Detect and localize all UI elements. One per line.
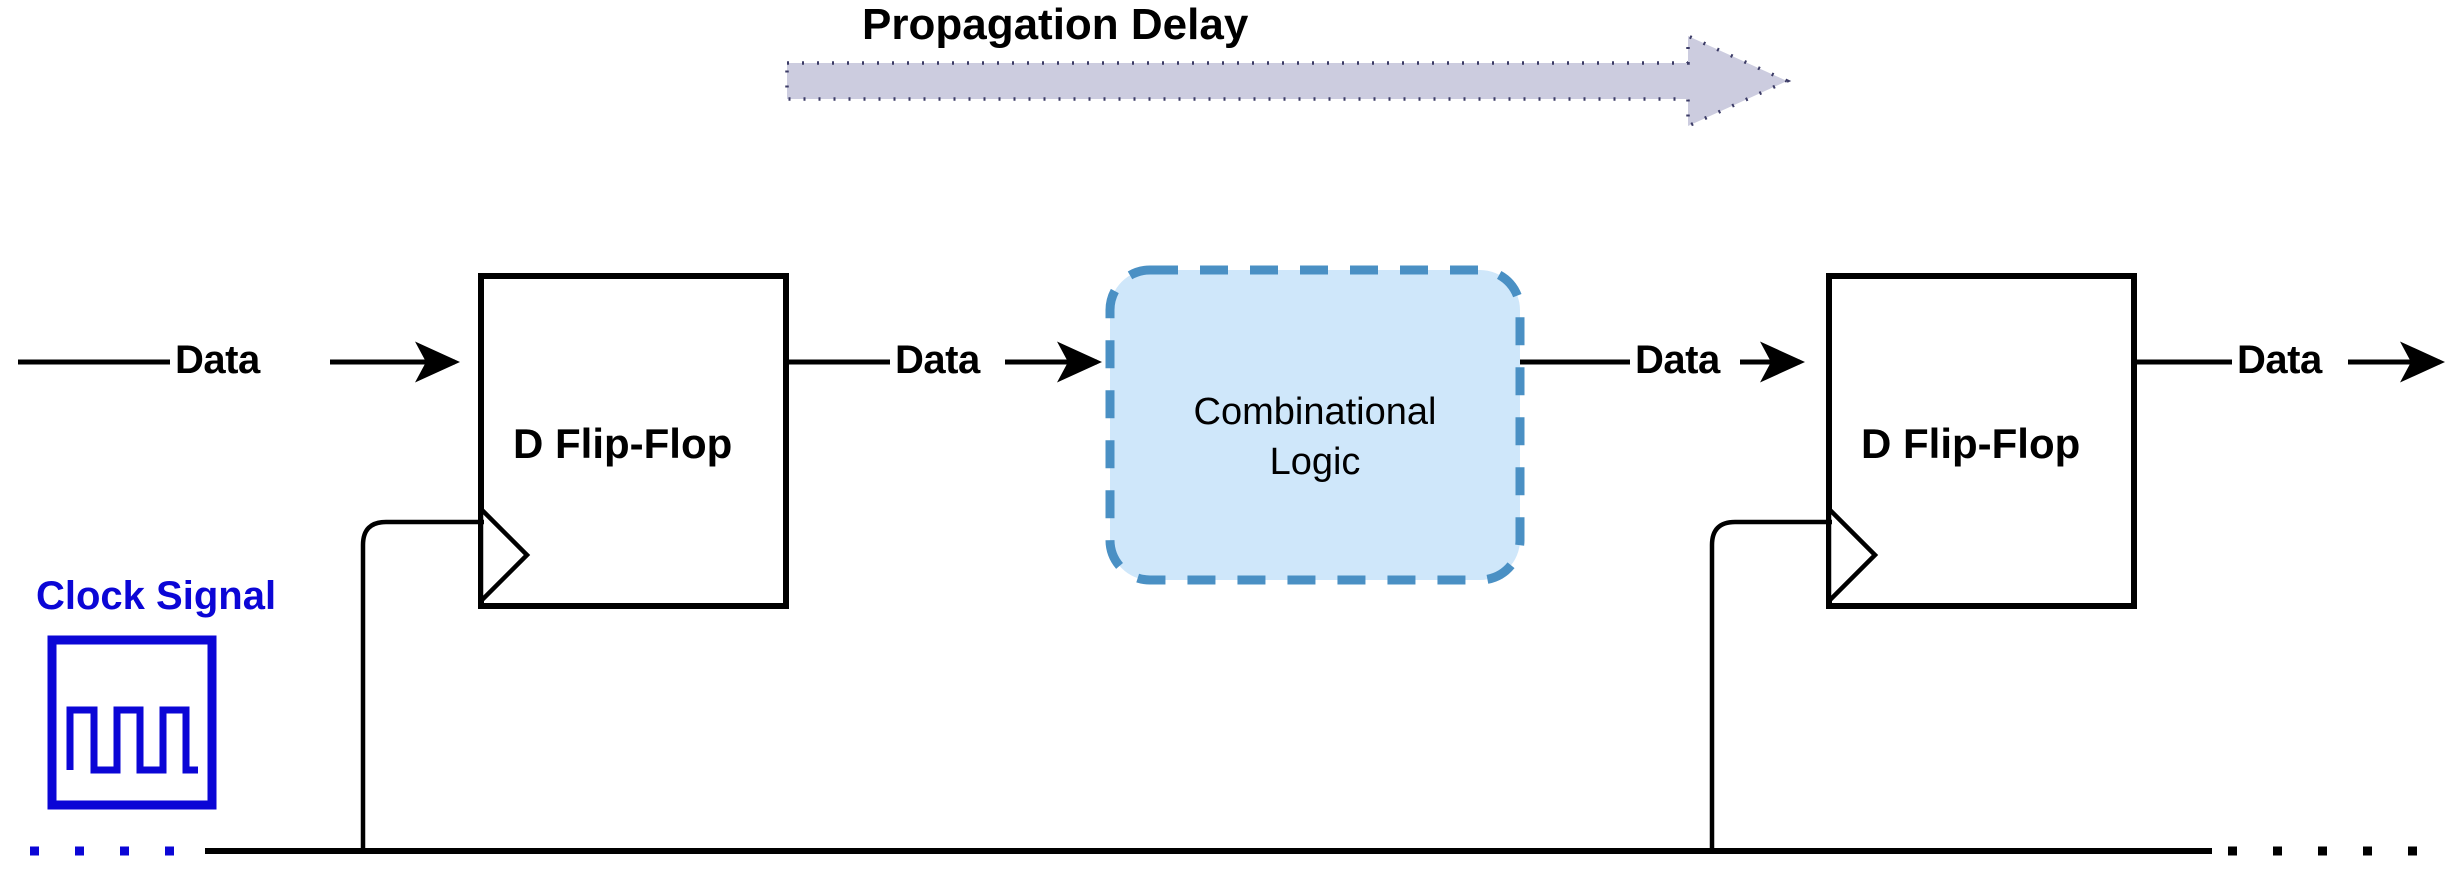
label-data-input: Data [175, 338, 260, 382]
d-flip-flop-2-box [1826, 273, 2137, 609]
label-data-ff2-output: Data [2237, 338, 2322, 382]
clock-signal-waveform-box [47, 635, 217, 810]
label-d-flip-flop-1: D Flip-Flop [513, 420, 733, 467]
label-clock-signal: Clock Signal [36, 574, 277, 618]
label-combinational-logic-line1: Combinational [1193, 391, 1437, 433]
page-title: Propagation Delay [862, 0, 1249, 49]
combinational-logic-box [1105, 265, 1525, 585]
clock-branch-ff2 [1709, 519, 1832, 851]
label-combinational-logic-line2: Logic [1269, 441, 1361, 483]
clock-branch-ff1 [360, 519, 484, 851]
propagation-delay-arrow [785, 33, 1792, 129]
d-flip-flop-1-box [478, 273, 789, 609]
label-d-flip-flop-2: D Flip-Flop [1861, 420, 2081, 467]
label-data-logic-output: Data [1635, 338, 1720, 382]
label-data-ff1-output: Data [895, 338, 980, 382]
